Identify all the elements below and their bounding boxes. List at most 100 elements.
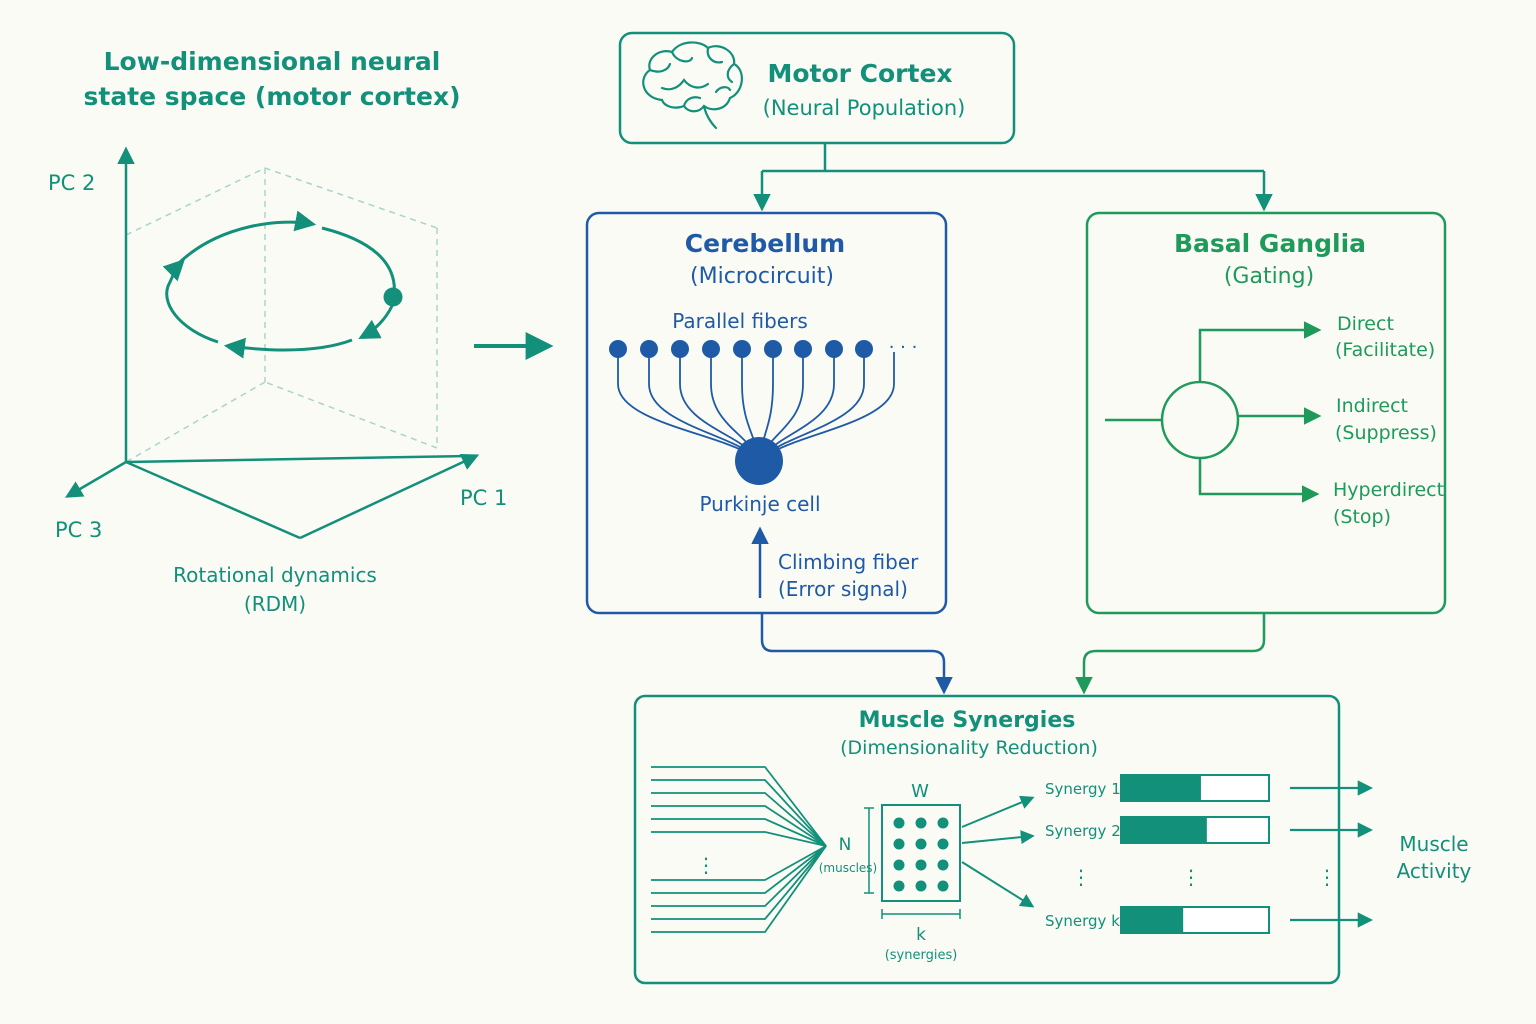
cerebellum-to-synergies-arrow <box>760 613 953 695</box>
synergy-label: Synergy 2 <box>1045 822 1121 840</box>
parallel-fiber <box>741 352 759 453</box>
rotational-trajectory <box>162 210 396 359</box>
matrix-dot <box>915 817 927 829</box>
pc3-label: PC 3 <box>55 518 102 542</box>
synergy-label: Synergy 1 <box>1045 780 1121 798</box>
granule-cell-dot <box>640 340 658 358</box>
parallel-fiber <box>759 352 774 453</box>
matrix-dot <box>937 838 949 850</box>
w-matrix <box>881 804 961 902</box>
muscle-activity-label-line1: Muscle <box>1399 832 1468 856</box>
k-bracket <box>881 909 961 919</box>
matrix-to-synergy-arrows <box>961 795 1035 908</box>
matrix-dot <box>937 880 949 892</box>
granule-cell-dot <box>794 340 812 358</box>
parallel-fiber-dots <box>609 340 873 358</box>
parallel-fiber <box>768 352 865 453</box>
basal-ganglia-subtitle: (Gating) <box>1224 264 1314 289</box>
muscle-line <box>651 845 827 881</box>
n-label: N <box>839 835 852 855</box>
climbing-fiber-label: Climbing fiber <box>778 550 919 574</box>
w-matrix-dots <box>893 817 949 892</box>
synergy-label: Synergy k <box>1045 912 1120 930</box>
muscle-line <box>651 845 827 894</box>
matrix-dot <box>937 817 949 829</box>
granule-cell-dot <box>733 340 751 358</box>
muscle-vdots: ⋮ <box>696 853 716 877</box>
indirect-label: Indirect <box>1336 395 1408 417</box>
rdm-caption-line2: (RDM) <box>244 592 306 616</box>
rdm-caption-line1: Rotational dynamics <box>173 563 377 587</box>
muscle-line <box>651 845 827 907</box>
muscle-input-lines <box>651 766 827 933</box>
facilitate-label: (Facilitate) <box>1335 339 1435 361</box>
state-space-title-line1: Low-dimensional neural <box>104 47 441 76</box>
muscle-line <box>651 818 827 847</box>
granule-cell-dot <box>855 340 873 358</box>
parallel-fiber-lines <box>617 352 895 453</box>
muscle-synergies-box: Muscle Synergies (Dimensionality Reducti… <box>633 694 1374 985</box>
state-point <box>383 287 403 307</box>
error-signal-label: (Error signal) <box>778 577 908 601</box>
cerebellum-box: Cerebellum (Microcircuit) Parallel fiber… <box>585 211 948 615</box>
muscle-line <box>651 805 827 847</box>
gating-node <box>1105 321 1322 503</box>
state-space-title-line2: state space (motor cortex) <box>83 82 460 111</box>
pc1-axis-base <box>125 460 301 540</box>
pc3-axis <box>64 460 127 498</box>
purkinje-label: Purkinje cell <box>699 492 820 516</box>
matrix-dot <box>937 859 949 871</box>
matrix-dot <box>915 859 927 871</box>
muscle-line <box>651 766 827 847</box>
synergy-bar-vdots: ⋮ <box>1181 865 1201 889</box>
cerebellum-title: Cerebellum <box>685 229 845 258</box>
n-bracket <box>864 807 874 894</box>
k-sub-label: (synergies) <box>885 948 958 963</box>
granule-cell-dot <box>764 340 782 358</box>
granule-cell-dot <box>609 340 627 358</box>
fiber-ellipsis: · · · <box>889 337 918 358</box>
basal-ganglia-title: Basal Ganglia <box>1174 229 1366 258</box>
synergy-bar-fill <box>1121 775 1201 801</box>
granule-cell-dot <box>825 340 843 358</box>
cortex-connectors <box>753 143 1273 212</box>
stop-label: (Stop) <box>1333 506 1391 528</box>
pc1-label: PC 1 <box>460 486 507 510</box>
granule-cell-dot <box>671 340 689 358</box>
basal-ganglia-box: Basal Ganglia (Gating) Direct (Facilitat… <box>1085 211 1447 615</box>
parallel-fiber <box>648 352 750 453</box>
k-label: k <box>916 925 926 945</box>
matrix-dot <box>915 880 927 892</box>
state-space-panel: Low-dimensional neural state space (moto… <box>48 47 507 616</box>
synergy-rows: Synergy 1 Synergy 2 Synergy k <box>1045 774 1374 934</box>
granule-cell-dot <box>702 340 720 358</box>
synergy-output-vdots: ⋮ <box>1317 865 1337 889</box>
muscle-line <box>651 831 827 847</box>
synergies-subtitle: (Dimensionality Reduction) <box>840 737 1098 759</box>
matrix-dot <box>915 838 927 850</box>
matrix-dot <box>893 838 905 850</box>
suppress-label: (Suppress) <box>1335 422 1437 444</box>
motor-cortex-title: Motor Cortex <box>767 59 952 88</box>
muscle-line <box>651 779 827 847</box>
matrix-dot <box>893 859 905 871</box>
muscle-activity-label-line2: Activity <box>1397 859 1472 883</box>
synergy-bar-fill <box>1121 907 1184 933</box>
synergy-label-vdots: ⋮ <box>1071 865 1091 889</box>
muscle-line <box>651 845 827 933</box>
axes <box>64 146 480 540</box>
basal-ganglia-to-synergies-arrow <box>1075 613 1266 695</box>
brain-icon <box>642 41 743 130</box>
cerebellum-subtitle: (Microcircuit) <box>690 264 834 289</box>
motor-cortex-box: Motor Cortex (Neural Population) <box>618 31 1016 145</box>
parallel-fibers-label: Parallel fibers <box>672 309 807 333</box>
motor-cortex-subtitle: (Neural Population) <box>763 96 966 120</box>
direct-label: Direct <box>1337 313 1394 335</box>
parallel-fiber <box>772 352 895 453</box>
purkinje-cell <box>735 437 783 485</box>
parallel-fiber <box>617 352 746 453</box>
matrix-dot <box>893 880 905 892</box>
w-label: W <box>911 781 929 802</box>
projection-planes <box>125 167 438 463</box>
